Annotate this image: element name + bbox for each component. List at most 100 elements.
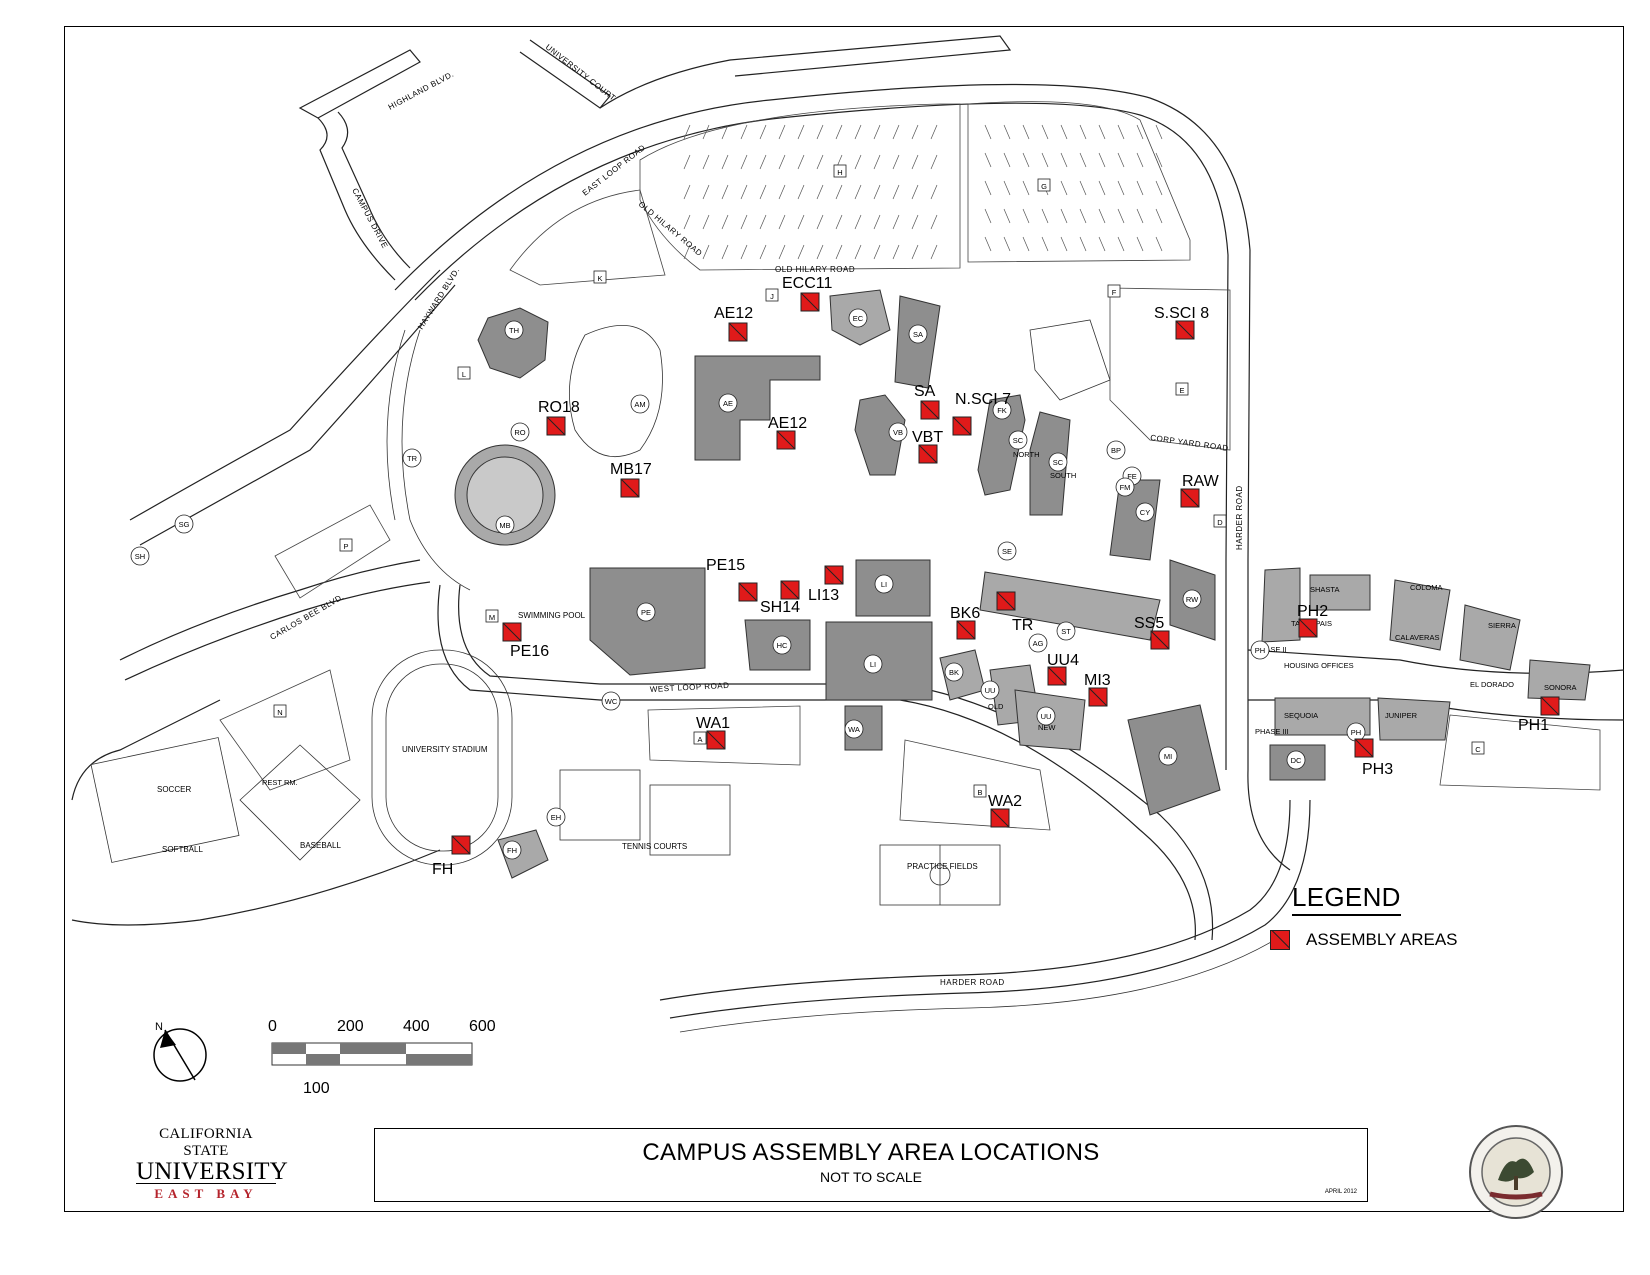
assembly-area-bk6-13[interactable]: BK6 bbox=[950, 605, 980, 640]
building-sg-16: SG bbox=[174, 514, 194, 534]
assembly-area-uu4-18[interactable]: UU4 bbox=[1047, 652, 1079, 686]
assembly-area-n-sci-7-4[interactable]: N.SCI 7 bbox=[952, 391, 1011, 436]
svg-text:F: F bbox=[1112, 288, 1117, 297]
assembly-area-tr-14[interactable]: TR bbox=[996, 591, 1033, 634]
assembly-area-ro18-5[interactable]: RO18 bbox=[538, 399, 580, 436]
building-se-23: SE bbox=[997, 541, 1017, 561]
svg-text:SC: SC bbox=[1053, 458, 1064, 467]
parking-lots bbox=[219, 101, 1601, 831]
parking-lot-a: A bbox=[693, 731, 707, 745]
assembly-area-pe16-17[interactable]: PE16 bbox=[502, 622, 549, 660]
assembly-label: SS5 bbox=[1134, 615, 1164, 632]
svg-text:SA: SA bbox=[913, 330, 923, 339]
athletic-fields bbox=[90, 649, 1001, 906]
assembly-label: TR bbox=[1012, 617, 1033, 634]
svg-text:PE: PE bbox=[641, 608, 651, 617]
svg-text:FK: FK bbox=[997, 406, 1007, 415]
building-cy-12: CY bbox=[1135, 502, 1155, 522]
parking-lot-j: J bbox=[765, 288, 779, 302]
label-sonora: SONORA bbox=[1544, 683, 1577, 692]
building-fk-6: FK bbox=[992, 400, 1012, 420]
assembly-area-pe15-10[interactable]: PE15 bbox=[706, 557, 758, 602]
building-th-0: TH bbox=[504, 320, 524, 340]
assembly-area-fh-24[interactable]: FH bbox=[432, 835, 471, 878]
building-fm-11: FM bbox=[1115, 477, 1135, 497]
street-east-loop: EAST LOOP ROAD bbox=[581, 143, 648, 198]
assembly-area-li13-12[interactable]: LI13 bbox=[808, 565, 844, 604]
building-st-25: ST bbox=[1056, 621, 1076, 641]
assembly-area-ss5-15[interactable]: SS5 bbox=[1134, 615, 1170, 650]
logo-line1: CALIFORNIA STATE bbox=[159, 1126, 253, 1159]
svg-text:AM: AM bbox=[634, 400, 645, 409]
svg-text:CY: CY bbox=[1140, 508, 1150, 517]
parking-lot-l: L bbox=[457, 366, 471, 380]
building-li-18: LI bbox=[874, 574, 894, 594]
svg-text:DC: DC bbox=[1291, 756, 1302, 765]
street-old-hilary: OLD HILARY ROAD bbox=[775, 265, 855, 274]
building-fh-33: FH bbox=[502, 840, 522, 860]
assembly-area-ecc11-0[interactable]: ECC11 bbox=[782, 275, 832, 312]
svg-text:UU: UU bbox=[985, 686, 996, 695]
label-phase-iii: PHASE III bbox=[1255, 727, 1289, 736]
label-softball: SOFTBALL bbox=[162, 845, 203, 854]
assembly-area-vbt-7[interactable]: VBT bbox=[912, 429, 943, 464]
street-west-loop: WEST LOOP ROAD bbox=[650, 681, 730, 694]
assembly-area-ae12-6[interactable]: AE12 bbox=[768, 415, 807, 450]
assembly-label: ECC11 bbox=[782, 275, 832, 292]
label-swimming-pool: SWIMMING POOL bbox=[518, 611, 586, 620]
assembly-area-raw-9[interactable]: RAW bbox=[1180, 473, 1220, 508]
facility-labels: SWIMMING POOL UNIVERSITY STADIUM SOCCER … bbox=[157, 450, 1577, 871]
label-shasta: SHASTA bbox=[1310, 585, 1339, 594]
label-sierra: SIERRA bbox=[1488, 621, 1516, 630]
assembly-area-ph3-22[interactable]: PH3 bbox=[1354, 738, 1393, 778]
svg-text:WC: WC bbox=[605, 697, 618, 706]
svg-text:EH: EH bbox=[551, 813, 561, 822]
label-coloma: COLOMA bbox=[1410, 583, 1443, 592]
assembly-area-wa2-23[interactable]: WA2 bbox=[988, 793, 1022, 828]
assembly-label: AE12 bbox=[714, 305, 753, 322]
building-sa-4: SA bbox=[908, 324, 928, 344]
building-tr-14: TR bbox=[402, 448, 422, 468]
assembly-area-sa-3[interactable]: SA bbox=[914, 383, 940, 420]
scale-label-200: 200 bbox=[337, 1018, 364, 1035]
parking-lot-g: G bbox=[1037, 178, 1051, 192]
building-mb-15: MB bbox=[495, 515, 515, 535]
svg-text:ST: ST bbox=[1061, 627, 1071, 636]
assembly-area-s-sci-8-2[interactable]: S.SCI 8 bbox=[1154, 305, 1209, 340]
svg-text:N: N bbox=[277, 708, 282, 717]
assembly-area-mb17-8[interactable]: MB17 bbox=[610, 461, 652, 498]
parking-lot-n: N bbox=[273, 704, 287, 718]
assembly-area-mi3-19[interactable]: MI3 bbox=[1084, 672, 1111, 707]
building-ec-3: EC bbox=[848, 308, 868, 328]
svg-text:HC: HC bbox=[777, 641, 788, 650]
street-campus-drive: CAMPUS DRIVE bbox=[350, 187, 389, 250]
scale-label-100: 100 bbox=[303, 1080, 330, 1097]
svg-text:C: C bbox=[1475, 745, 1481, 754]
assembly-area-ph2-16[interactable]: PH2 bbox=[1297, 603, 1328, 638]
building-wa-29: WA bbox=[844, 719, 864, 739]
assembly-area-wa1-21[interactable]: WA1 bbox=[696, 715, 730, 750]
assembly-area-ae12-1[interactable]: AE12 bbox=[714, 305, 753, 342]
assembly-label: MB17 bbox=[610, 461, 652, 478]
label-practice-fields: PRACTICE FIELDS bbox=[907, 862, 978, 871]
svg-text:FH: FH bbox=[507, 846, 517, 855]
assembly-label: VBT bbox=[912, 429, 943, 446]
building-bp-9: BP bbox=[1106, 440, 1126, 460]
svg-text:G: G bbox=[1041, 182, 1047, 191]
svg-text:SG: SG bbox=[179, 520, 190, 529]
map-frame bbox=[64, 26, 1624, 1212]
building-uu-27: UU bbox=[980, 680, 1000, 700]
building-dc-36: DC bbox=[1286, 750, 1306, 770]
assembly-area-sh14-11[interactable]: SH14 bbox=[760, 580, 800, 616]
building-ph-35: PH bbox=[1346, 722, 1366, 742]
label-university-stadium: UNIVERSITY STADIUM bbox=[402, 745, 488, 754]
street-harder-bottom: HARDER ROAD bbox=[940, 978, 1005, 987]
building-pe-20: PE bbox=[636, 602, 656, 622]
street-highland: HIGHLAND BLVD. bbox=[387, 70, 456, 112]
assembly-area-ph1-20[interactable]: PH1 bbox=[1518, 696, 1560, 734]
csueb-logo: CALIFORNIA STATE UNIVERSITY EAST BAY bbox=[136, 1126, 288, 1202]
street-harder-side: HARDER ROAD bbox=[1235, 485, 1244, 550]
north-arrow: N bbox=[153, 1021, 207, 1082]
assembly-label: PH1 bbox=[1518, 717, 1549, 734]
